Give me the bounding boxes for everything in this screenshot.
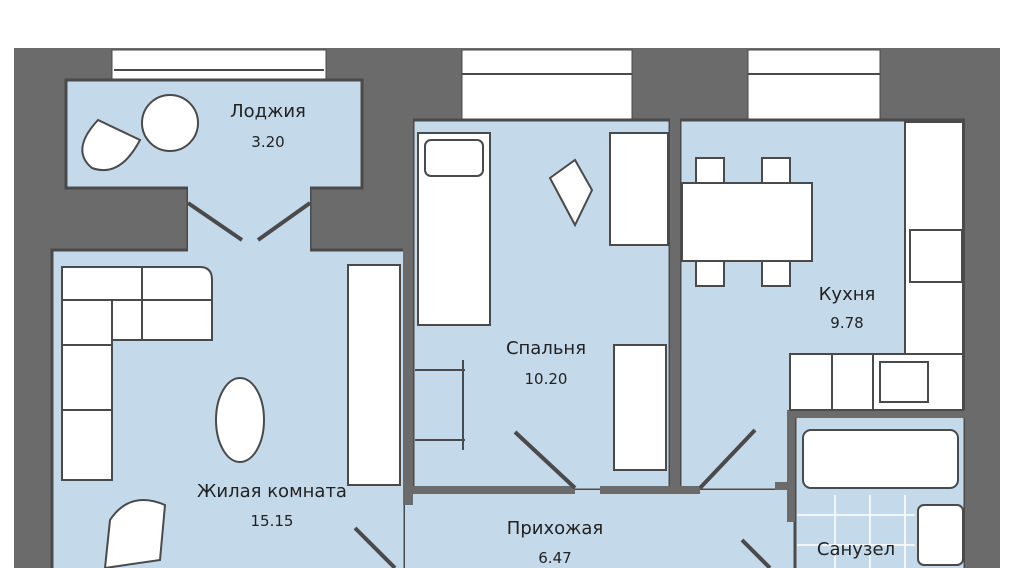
bed-icon (417, 132, 491, 326)
sink-icon (917, 504, 964, 566)
room-hall (405, 490, 795, 568)
room-area-living: 15.15 (251, 512, 294, 530)
room-label-loggia: Лоджия (230, 101, 306, 122)
armchair-icon (103, 499, 167, 568)
doors (186, 201, 772, 568)
room-area-hall: 6.47 (538, 549, 571, 567)
room-area-loggia: 3.20 (251, 133, 284, 151)
bathroom-tiles (797, 495, 915, 568)
kitchen-counter-icon (789, 121, 964, 411)
room-area-kitchen: 9.78 (830, 314, 863, 332)
chair-icon (548, 158, 594, 228)
room-label-bathroom: Санузел (817, 539, 895, 560)
desk-icon (609, 132, 669, 246)
dining-table-icon (681, 157, 813, 287)
room-label-hall: Прихожая (507, 518, 603, 539)
rack-icon (415, 360, 465, 450)
bathtub-icon (802, 429, 959, 489)
interior-walls (403, 115, 1000, 568)
room-label-living: Жилая комната (197, 481, 347, 502)
sofa-icon (61, 266, 213, 481)
wardrobe-icon (347, 264, 401, 486)
coffee-table-icon (215, 377, 265, 463)
room-label-bedroom: Спальня (506, 338, 586, 359)
room-label-kitchen: Кухня (819, 284, 876, 305)
loggia-furniture (81, 94, 199, 172)
loggia-passage (188, 186, 310, 256)
room-area-bedroom: 10.20 (525, 370, 568, 388)
closet-icon (613, 344, 667, 471)
